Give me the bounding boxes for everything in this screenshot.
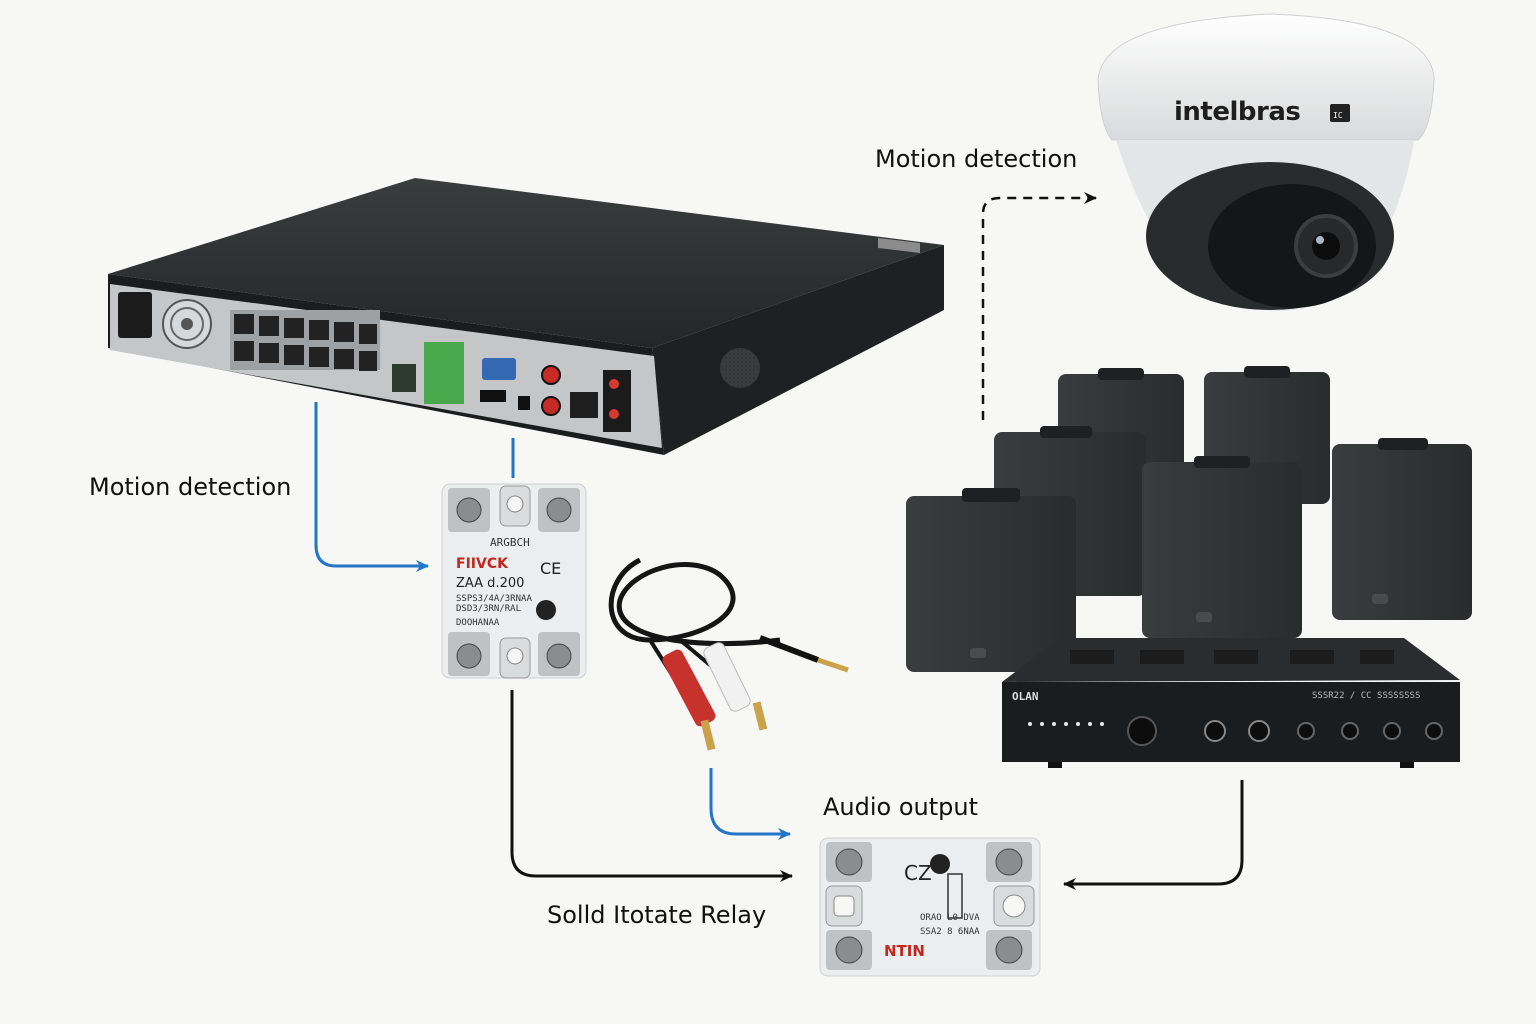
volume-knob bbox=[1127, 716, 1157, 746]
camera-brand: intelbras bbox=[1174, 97, 1300, 127]
label-motion-left: Motion detection bbox=[89, 473, 291, 501]
relay-bottom-ce: CZ bbox=[904, 861, 932, 885]
rca-cable bbox=[608, 557, 849, 751]
speaker bbox=[906, 488, 1076, 672]
amplifier-model: SSSR22 / CC SSSSSSSS bbox=[1312, 691, 1420, 701]
speaker bbox=[1332, 438, 1472, 620]
lan-port bbox=[570, 392, 598, 418]
relay-top-line3: DOOHANAA bbox=[456, 618, 500, 628]
camera-badge: IC bbox=[1333, 111, 1343, 120]
terminal-screw bbox=[456, 643, 482, 669]
terminal-screw bbox=[835, 936, 863, 964]
relay-top: ARGBCH FIIVCK ZAA d.200 CE SSPS3/4A/3RNA… bbox=[441, 483, 587, 679]
speaker-group bbox=[906, 366, 1472, 672]
control-knob bbox=[1425, 722, 1443, 740]
arrow-amplifier-to-relay bbox=[1063, 780, 1244, 890]
speaker bbox=[1142, 456, 1302, 638]
control-knob bbox=[1383, 722, 1401, 740]
dc-connector bbox=[392, 364, 416, 392]
dome-camera: intelbras IC bbox=[1097, 13, 1435, 311]
relay-top-model: ZAA d.200 bbox=[456, 576, 524, 591]
relay-bottom: CZ NTIN ORAO L0 DVA SSA2 8 6NAA bbox=[819, 837, 1041, 977]
input-jack bbox=[1248, 720, 1270, 742]
nvr-recorder bbox=[108, 178, 944, 455]
rca-plug-red bbox=[662, 649, 716, 727]
control-knob bbox=[1341, 722, 1359, 740]
arrow-relay-to-output bbox=[510, 690, 793, 882]
hdmi-port bbox=[480, 390, 506, 402]
terminal-screw bbox=[835, 848, 863, 876]
amplifier: OLAN SSSR22 / CC SSSSSSSS bbox=[1002, 638, 1460, 768]
arrow-nvr-to-relay bbox=[314, 402, 429, 572]
relay-bottom-line2: SSA2 8 6NAA bbox=[920, 927, 980, 937]
jack-plug bbox=[817, 657, 849, 673]
relay-top-brand: FIIVCK bbox=[456, 556, 509, 572]
arrow-camera-motion bbox=[981, 192, 1097, 420]
relay-top-ce: CE bbox=[540, 559, 561, 578]
terminal-block bbox=[424, 342, 464, 404]
relay-top-topline: ARGBCH bbox=[490, 536, 530, 549]
amplifier-brand: OLAN bbox=[1012, 690, 1039, 703]
connectors bbox=[314, 192, 1244, 890]
terminal-screw bbox=[995, 848, 1023, 876]
input-jack bbox=[1204, 720, 1226, 742]
audio-jack bbox=[541, 365, 561, 385]
arrow-cable-to-output bbox=[709, 768, 791, 840]
ethernet-ports bbox=[230, 310, 380, 371]
audio-jack bbox=[541, 396, 561, 416]
terminal-screw bbox=[546, 643, 572, 669]
relay-top-line2: DSD3/3RN/RAL bbox=[456, 604, 521, 614]
rca-plug-white bbox=[703, 642, 751, 712]
terminal-screw bbox=[456, 497, 482, 523]
terminal-screw bbox=[546, 497, 572, 523]
power-socket bbox=[118, 292, 152, 338]
relay-top-line1: SSPS3/4A/3RNAA bbox=[456, 594, 532, 604]
label-audio-output: Audio output bbox=[823, 793, 978, 821]
label-motion-right: Motion detection bbox=[875, 145, 1077, 173]
vent-grille bbox=[720, 348, 760, 388]
terminal-screw bbox=[995, 936, 1023, 964]
control-knob bbox=[1297, 722, 1315, 740]
vga-port bbox=[482, 358, 516, 380]
relay-bottom-brand: NTIN bbox=[884, 942, 925, 960]
label-relay-caption: Solld Itotate Relay bbox=[547, 901, 766, 929]
